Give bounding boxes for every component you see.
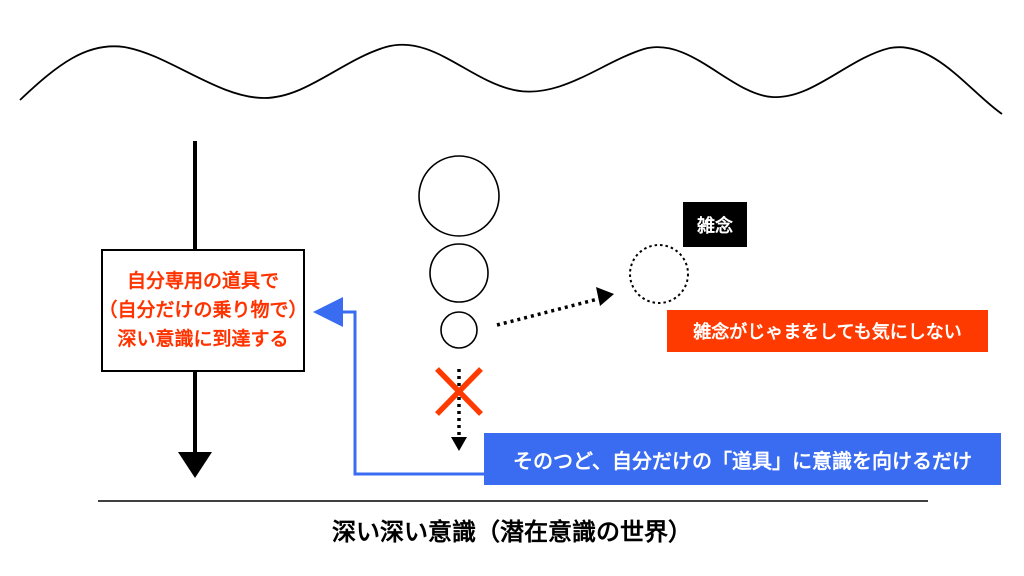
tool-box: 自分専用の道具で （自分だけの乗り物で） 深い意識に到達する xyxy=(98,249,308,372)
tool-box-line-2: （自分だけの乗り物で） xyxy=(98,299,308,321)
cross-mark-icon xyxy=(435,367,483,416)
bubble-large xyxy=(418,155,500,237)
bubble-small xyxy=(440,311,478,349)
blue-return-arrow xyxy=(313,297,484,476)
surface-wave-icon xyxy=(19,43,1003,115)
bottom-caption: 深い深い意識（潜在意識の世界） xyxy=(332,517,692,546)
dotted-arrow-right xyxy=(496,296,603,327)
tool-box-line-1: 自分専用の道具で xyxy=(126,270,279,292)
dotted-arrow-right-head xyxy=(596,287,614,306)
bubble-medium xyxy=(429,243,489,303)
down-arrow-icon xyxy=(178,452,212,478)
zatsunen-note: 雑念がじゃまをしても気にしない xyxy=(667,310,988,352)
tool-box-line-3: 深い意識に到達する xyxy=(117,328,289,350)
dotted-arrow-down-head xyxy=(451,437,467,451)
zatsunen-bubble xyxy=(629,244,689,304)
zatsunen-tag: 雑念 xyxy=(683,202,747,247)
blue-banner: そのつど、自分だけの「道具」に意識を向けるだけ xyxy=(484,433,1001,485)
